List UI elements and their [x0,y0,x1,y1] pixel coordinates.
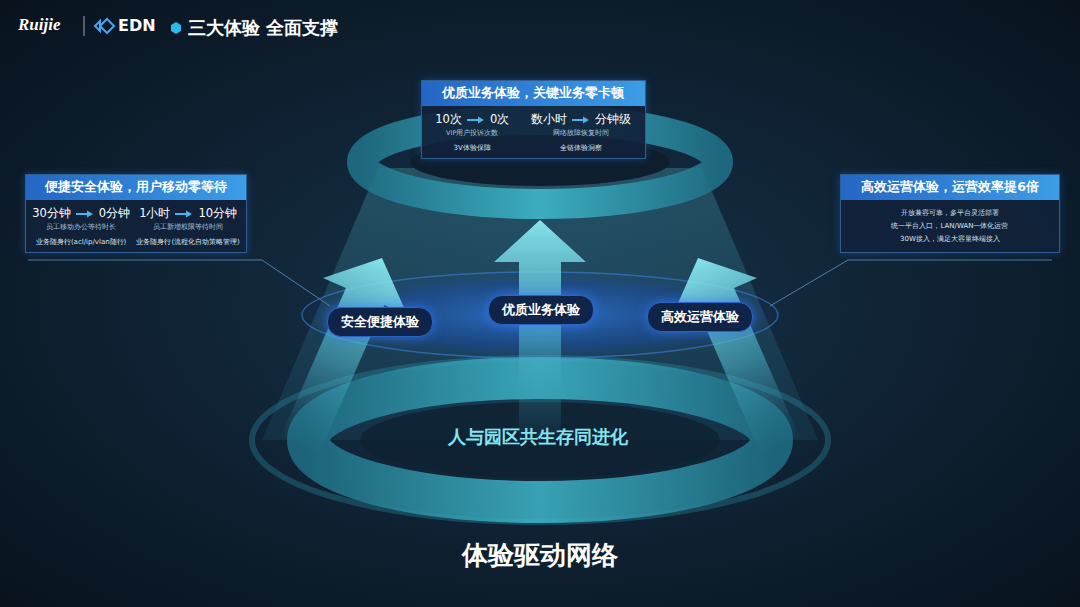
change-arrow [572,116,590,124]
change-arrow [175,210,193,218]
metric-after: 10分钟 [198,206,237,221]
callout-box: 优质业务体验，关键业务零卡顿 10次 0次 VIP用户投诉次数 3V体验保障 数小时 分钟级… [421,80,646,159]
callout-box: 高效运营体验，运营效率提6倍开放兼容可靠，多平台灵活部署统一平台入口，LAN/W… [840,174,1060,253]
feature-note: 业务随身行(流程化自动策略管理) [136,237,239,247]
caption: 体验驱动网络 [462,538,618,573]
feature-line: 30W接入，满足大容量终端接入 [849,233,1051,246]
metric-before: 30分钟 [32,206,71,221]
box-heading: 高效运营体验，运营效率提6倍 [841,175,1059,200]
metric-after: 分钟级 [595,112,631,127]
metric-caption: 员工新增权限等待时间 [153,223,223,232]
metric-before: 10次 [435,112,462,127]
metric-caption: 员工移动办公等待时长 [46,223,116,232]
experience-pill: 高效运营体验 [647,302,753,332]
title-hexagon [171,22,181,34]
metric-caption: 网络故障恢复时间 [553,129,609,138]
up-arrow [494,220,586,440]
product-logo: EDN [118,16,156,35]
logo-separator [84,16,85,36]
leader-line [770,260,1052,306]
up-arrow [656,240,822,464]
box-heading: 便捷安全体验，用户移动零等待 [26,175,246,200]
feature-note: 全链体验洞察 [560,143,602,153]
callout-box: 便捷安全体验，用户移动零等待 30分钟 0分钟员工移动办公等待时长业务随身行(acl… [25,174,247,253]
pill-label: 优质业务体验 [502,301,580,319]
metric-before: 1小时 [139,206,170,221]
pill-label: 安全便捷体验 [341,313,419,331]
brand-logo: Ruijie [18,15,61,35]
experience-pill: 优质业务体验 [488,295,594,325]
metric-after: 0分钟 [99,206,130,221]
feature-note: 3V体验保障 [454,143,491,153]
feature-line: 开放兼容可靠，多平台灵活部署 [849,207,1051,220]
feature-note: 业务随身行(acl/ip/vlan随行) [36,237,126,247]
edn-icon [95,19,114,33]
leader-line [28,260,330,306]
box-heading: 优质业务体验，关键业务零卡顿 [422,81,645,106]
change-arrow [76,210,94,218]
metric-caption: VIP用户投诉次数 [446,129,498,138]
change-arrow [467,116,485,124]
page-title: 三大体验 全面支撑 [188,16,338,40]
up-arrow [258,240,424,464]
ring-label: 人与园区共生存同进化 [448,425,628,449]
experience-pill: 安全便捷体验 [327,307,433,337]
metric-after: 0次 [490,112,509,127]
pill-label: 高效运营体验 [661,308,739,326]
metric-before: 数小时 [531,112,567,127]
feature-line: 统一平台入口，LAN/WAN一体化运营 [849,220,1051,233]
